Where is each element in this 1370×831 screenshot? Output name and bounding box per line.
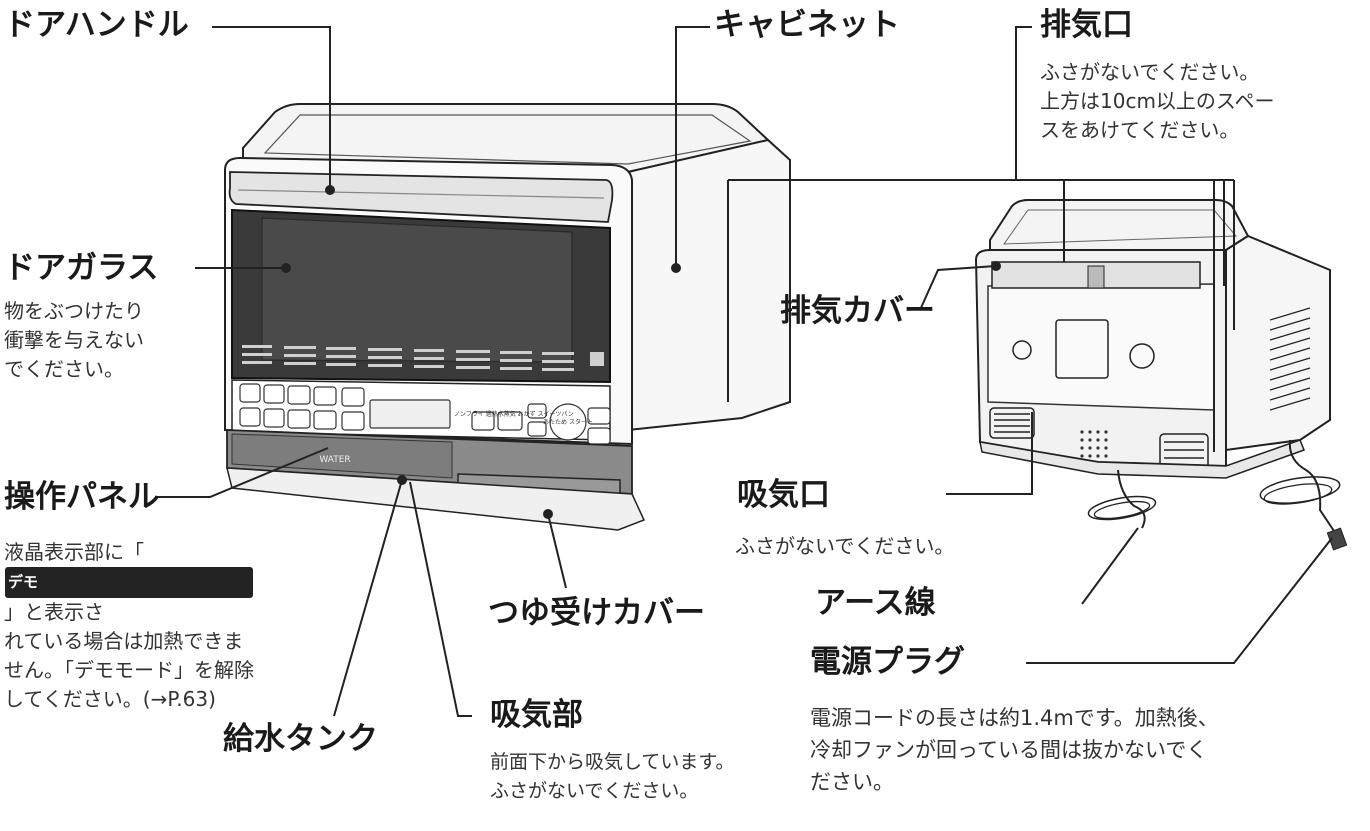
back-oven-unit — [974, 199, 1348, 551]
label-water-tank: 給水タンク — [223, 721, 378, 757]
label-door-handle: ドアハンドル — [4, 7, 189, 43]
front-oven-unit: ノンフライ 過熱水蒸気 おかず スイーツパン あたため スタート WATER — [224, 103, 791, 531]
label-door-glass: ドアガラス — [4, 250, 159, 286]
power-cord — [1288, 439, 1337, 535]
door-handle-bar — [228, 171, 614, 223]
demo-badge: デモ — [5, 567, 253, 598]
label-earth-wire: アース線 — [815, 585, 936, 621]
label-cabinet: キャビネット — [714, 7, 900, 43]
control-panel-small-text: ノンフライ 過熱水蒸気 おかず スイーツパン — [454, 410, 574, 418]
note-exhaust-port: ふさがないでください。 上方は10cm以上のスペー スをあけてください。 — [1040, 60, 1275, 142]
label-control-panel: 操作パネル — [4, 479, 159, 515]
leader-lines — [155, 26, 1333, 717]
note-door-glass: 物をぶつけたり 衝撃を与えない でください。 — [4, 299, 144, 381]
note-intake-section: 前面下から吸気しています。 ふさがないでください。 — [490, 751, 735, 802]
water-tank-label: WATER — [319, 455, 350, 465]
note-control-panel: 液晶表示部に「デモ」と表示さ れている場合は加熱できま せん。「デモモード」を解… — [4, 540, 254, 711]
label-exhaust-port: 排気口 — [1040, 7, 1133, 43]
label-exhaust-cover: 排気カバー — [780, 293, 935, 329]
earth-wire-cord — [1117, 469, 1146, 529]
label-intake-section: 吸気部 — [490, 697, 583, 733]
start-button-text: あたため スタート — [543, 418, 593, 426]
label-intake-port: 吸気口 — [737, 477, 830, 513]
label-power-plug: 電源プラグ — [810, 644, 965, 680]
note-intake-port: ふさがないでください。 — [735, 534, 955, 558]
label-drip-cover: つゆ受けカバー — [488, 595, 705, 631]
note-power-plug: 電源コードの長さは約1.4mです。加熱後、 冷却ファンが回っている間は抜かないで… — [810, 706, 1219, 794]
